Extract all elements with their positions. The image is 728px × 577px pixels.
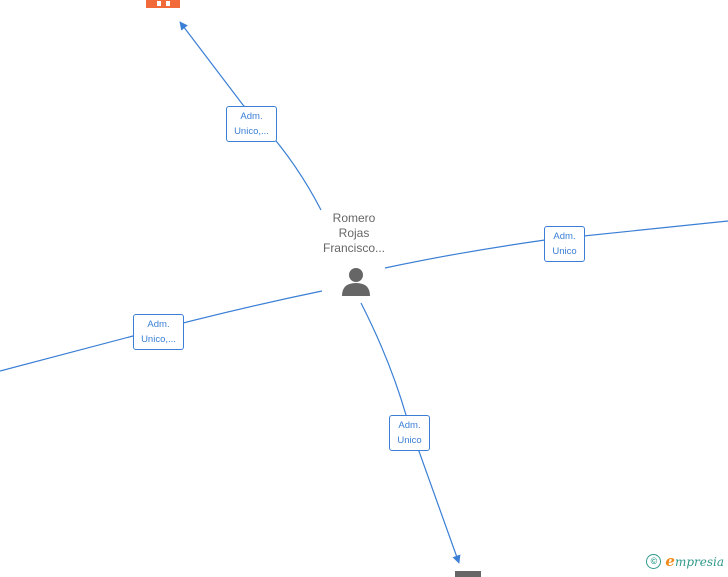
center-node-name-line2: Rojas: [338, 226, 370, 240]
brand-logo-initial: e: [665, 552, 675, 570]
edge-label-right-line2: Unico: [552, 246, 577, 257]
edge-label-left-line2: Unico,...: [141, 334, 176, 345]
edge-label-right-line1: Adm.: [553, 231, 576, 242]
copyright-icon: ©: [646, 553, 662, 569]
brand-logo-rest: mpresia: [674, 555, 724, 569]
edge-label-left[interactable]: Adm. Unico,...: [133, 314, 184, 350]
edge-label-bottom-line2: Unico: [397, 435, 422, 446]
person-icon[interactable]: [340, 266, 372, 298]
edge-label-top[interactable]: Adm. Unico,...: [226, 106, 277, 142]
center-node-name-line1: Romero: [332, 211, 376, 225]
company-building-icon-bottom[interactable]: [455, 571, 481, 577]
center-node-name[interactable]: Romero Rojas Francisco...: [313, 211, 395, 256]
brand-logo: empresia: [665, 552, 724, 570]
edge-label-top-line1: Adm.: [240, 111, 263, 122]
company-building-icon-top[interactable]: [146, 0, 180, 8]
edge-right: [384, 220, 728, 269]
edge-label-left-line1: Adm.: [147, 319, 170, 330]
center-node-name-line3: Francisco...: [322, 241, 385, 255]
edge-label-top-line2: Unico,...: [234, 126, 269, 137]
edge-label-bottom-line1: Adm.: [398, 420, 421, 431]
edge-label-right[interactable]: Adm. Unico: [544, 226, 585, 262]
edge-bottom: [360, 302, 461, 564]
edge-label-bottom[interactable]: Adm. Unico: [389, 415, 430, 451]
brand-footer: © empresia: [646, 551, 724, 571]
